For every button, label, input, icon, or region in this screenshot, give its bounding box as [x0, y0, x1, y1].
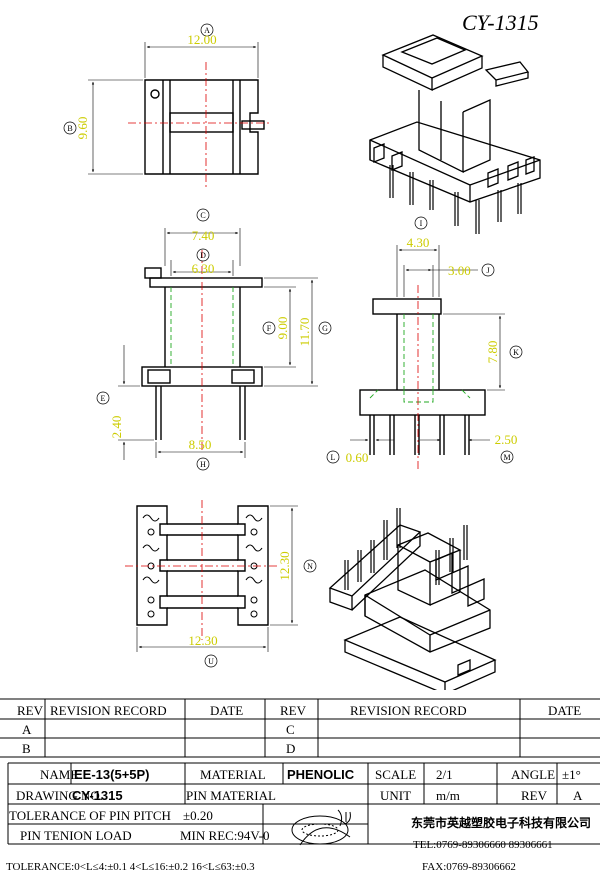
- name-value: EE-13(5+5P): [74, 767, 150, 782]
- rev-header-left: REV: [17, 703, 43, 718]
- material-label: MATERIAL: [200, 767, 266, 782]
- rev-row-b: B: [22, 741, 31, 756]
- dim-c: 7.40: [192, 228, 215, 243]
- top-view: [88, 42, 272, 188]
- bottom-view: [125, 500, 298, 652]
- dim-b: 9.60: [75, 117, 90, 140]
- dim-side-top: 4.30: [407, 235, 430, 250]
- callout-k-circle: [509, 345, 523, 359]
- scale-value: 2/1: [436, 767, 453, 782]
- front-view: [118, 228, 318, 460]
- dim-g: 11.70: [297, 318, 312, 347]
- callout-c: C: [200, 211, 205, 220]
- dim-j: 3.00: [448, 263, 471, 278]
- dim-n: 12.30: [277, 551, 292, 580]
- drawing-label: DRAWING NO.: [16, 788, 104, 803]
- date-header-left: DATE: [210, 703, 244, 718]
- tel: TEL:0769-89306660 89306661: [413, 839, 553, 851]
- angle-label: ANGLE: [511, 767, 556, 782]
- callout-j: J: [486, 266, 489, 275]
- callout-d-circle: [196, 248, 210, 262]
- model-code: CY-1315: [462, 10, 539, 35]
- flame-rating: MIN REC:94V-0: [180, 828, 270, 843]
- side-view-dimensions: 4.30 3.00 J 7.80 K L 0.60 2.50 M: [326, 235, 523, 465]
- rev-header-right: REV: [280, 703, 306, 718]
- technical-drawing: CY-1315 A 12.00 B 9.60: [63, 10, 541, 690]
- front-view-dimensions: C 7.40 D 6.30 F 9.00 G 11.70 E 2.40 8.50…: [96, 208, 332, 471]
- revision-record-header-left: REVISION RECORD: [50, 703, 167, 718]
- rev-value: A: [573, 788, 583, 803]
- callout-h: H: [200, 460, 206, 469]
- callout-e: E: [101, 394, 106, 403]
- pin-material-label: PIN MATERIAL: [186, 788, 276, 803]
- side-view: [350, 245, 505, 470]
- angle-value: ±1°: [562, 767, 581, 782]
- callout-n-circle: [303, 559, 317, 573]
- callout-e-circle: [96, 391, 110, 405]
- callout-k: K: [513, 348, 519, 357]
- dim-l: 0.60: [346, 450, 369, 465]
- title-block-grid: [0, 698, 600, 846]
- unit-label: UNIT: [380, 788, 412, 803]
- company-name: 东莞市英越塑胶电子科技有限公司: [411, 816, 592, 830]
- top-view-dimensions: A 12.00 B 9.60: [63, 23, 217, 140]
- callout-b-circle: [63, 121, 77, 135]
- callout-m: M: [503, 453, 510, 462]
- callout-a: A: [204, 26, 210, 35]
- callout-b: B: [67, 124, 72, 133]
- isometric-view-top: [369, 34, 541, 234]
- unit-value: m/m: [436, 788, 460, 803]
- callout-n: N: [307, 562, 313, 571]
- callout-l: L: [331, 453, 336, 462]
- callout-h-circle: [196, 457, 210, 471]
- pin-pitch-label: TOLERANCE OF PIN PITCH: [9, 808, 171, 823]
- name-label: NAME: [40, 767, 79, 782]
- date-header-right: DATE: [548, 703, 582, 718]
- callout-g-circle: [318, 321, 332, 335]
- dim-m: 2.50: [495, 432, 518, 447]
- callout-i: I: [420, 219, 423, 228]
- callout-l-circle: [326, 450, 340, 464]
- tolerance-note: TOLERANCE:0<L≤4:±0.1 4<L≤16:±0.2 16<L≤63…: [6, 861, 255, 873]
- revision-record-header-right: REVISION RECORD: [350, 703, 467, 718]
- fax: FAX:0769-89306662: [422, 861, 516, 873]
- isometric-view-bottom: [328, 508, 497, 690]
- pin-load-label: PIN TENION LOAD: [20, 828, 132, 843]
- callout-m-circle: [500, 450, 514, 464]
- dim-d: 6.30: [192, 261, 215, 276]
- dim-h: 8.50: [189, 437, 212, 452]
- drawing-value: CY-1315: [72, 788, 123, 803]
- rev-label: REV: [521, 788, 547, 803]
- dim-e: 2.40: [109, 416, 124, 439]
- callout-j-circle: [481, 263, 495, 277]
- dim-k: 7.80: [485, 341, 500, 364]
- callout-f-circle: [262, 321, 276, 335]
- callout-a-circle: [200, 23, 214, 37]
- callout-i-circle: [414, 216, 428, 230]
- dim-f: 9.00: [275, 317, 290, 340]
- callout-u-circle: [204, 654, 218, 668]
- rev-row-a: A: [22, 722, 32, 737]
- title-block: REV REVISION RECORD DATE REV REVISION RE…: [0, 690, 600, 894]
- rev-row-c: C: [286, 722, 295, 737]
- callout-d: D: [200, 251, 206, 260]
- callout-u: U: [208, 657, 214, 666]
- pin-pitch-value: ±0.20: [183, 808, 213, 823]
- bottom-view-dimensions: 12.30 N 12.30 U: [188, 551, 317, 668]
- callout-f: F: [267, 324, 272, 333]
- rev-row-d: D: [286, 741, 296, 756]
- scale-label: SCALE: [375, 767, 417, 782]
- dim-u: 12.30: [188, 633, 217, 648]
- callout-c-circle: [196, 208, 210, 222]
- dim-a: 12.00: [187, 32, 216, 47]
- callout-g: G: [322, 324, 328, 333]
- company-logo: [291, 809, 351, 846]
- material-value: PHENOLIC: [287, 767, 355, 782]
